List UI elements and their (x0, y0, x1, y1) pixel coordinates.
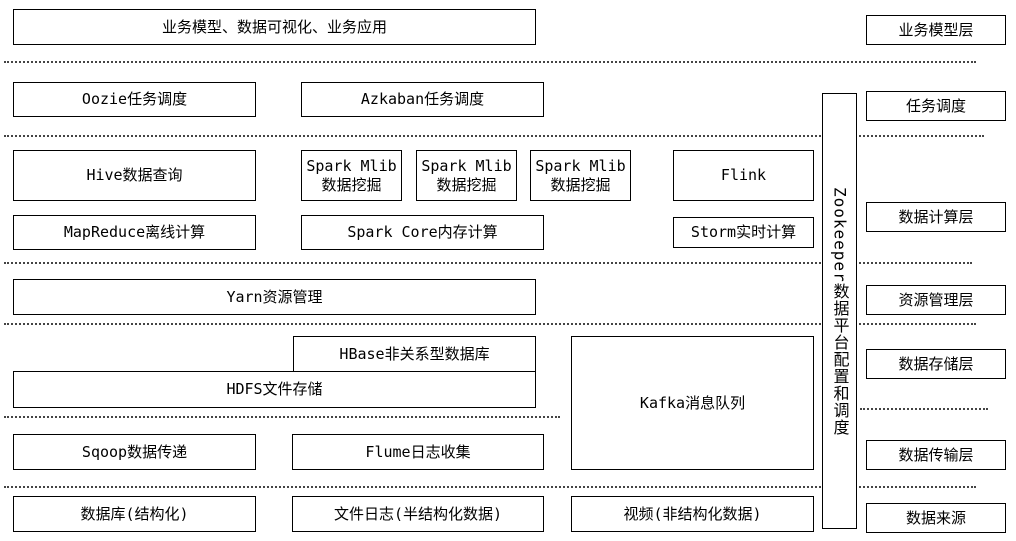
sqoop-box: Sqoop数据传递 (13, 434, 256, 470)
kafka-box: Kafka消息队列 (571, 336, 814, 470)
separator-line (4, 61, 976, 63)
video-source-box: 视频(非结构化数据) (571, 496, 814, 532)
separator-line (4, 262, 972, 264)
layer-label-resource-management: 资源管理层 (866, 285, 1006, 315)
spark-mlib-box: Spark Mlib 数据挖掘 (301, 150, 402, 201)
hive-box: Hive数据查询 (13, 150, 256, 201)
separator-line (4, 135, 984, 137)
spark-mlib-title: Spark Mlib (421, 156, 512, 175)
layer-label-data-source: 数据来源 (866, 503, 1006, 533)
hbase-box: HBase非关系型数据库 (293, 336, 536, 372)
separator-line (4, 486, 976, 488)
spark-mlib-subtitle: 数据挖掘 (550, 175, 611, 194)
spark-mlib-title: Spark Mlib (535, 156, 626, 175)
file-log-source-box: 文件日志(半结构化数据) (292, 496, 544, 532)
spark-mlib-title: Spark Mlib (306, 156, 397, 175)
business-apps-box: 业务模型、数据可视化、业务应用 (13, 9, 536, 45)
separator-line (4, 323, 976, 325)
storm-box: Storm实时计算 (673, 217, 814, 248)
spark-mlib-subtitle: 数据挖掘 (436, 175, 497, 194)
azkaban-box: Azkaban任务调度 (301, 82, 544, 117)
separator-line (4, 416, 560, 418)
zookeeper-box: Zookeeper数据平台配置和调度 (822, 93, 857, 529)
spark-mlib-box: Spark Mlib 数据挖掘 (416, 150, 517, 201)
database-source-box: 数据库(结构化) (13, 496, 256, 532)
flink-box: Flink (673, 150, 814, 201)
layer-label-data-storage: 数据存储层 (866, 349, 1006, 379)
layer-label-task-scheduling: 任务调度 (866, 91, 1006, 121)
zookeeper-label: Zookeeper数据平台配置和调度 (830, 186, 850, 436)
spark-mlib-box: Spark Mlib 数据挖掘 (530, 150, 631, 201)
layer-label-data-computing: 数据计算层 (866, 202, 1006, 232)
separator-line (860, 408, 988, 410)
layer-label-data-transmission: 数据传输层 (866, 440, 1006, 470)
spark-mlib-subtitle: 数据挖掘 (321, 175, 382, 194)
spark-core-box: Spark Core内存计算 (301, 215, 544, 250)
hdfs-box: HDFS文件存储 (13, 371, 536, 408)
layer-label-business-model: 业务模型层 (866, 15, 1006, 45)
oozie-box: Oozie任务调度 (13, 82, 256, 117)
mapreduce-box: MapReduce离线计算 (13, 215, 256, 250)
flume-box: Flume日志收集 (292, 434, 544, 470)
yarn-box: Yarn资源管理 (13, 279, 536, 315)
